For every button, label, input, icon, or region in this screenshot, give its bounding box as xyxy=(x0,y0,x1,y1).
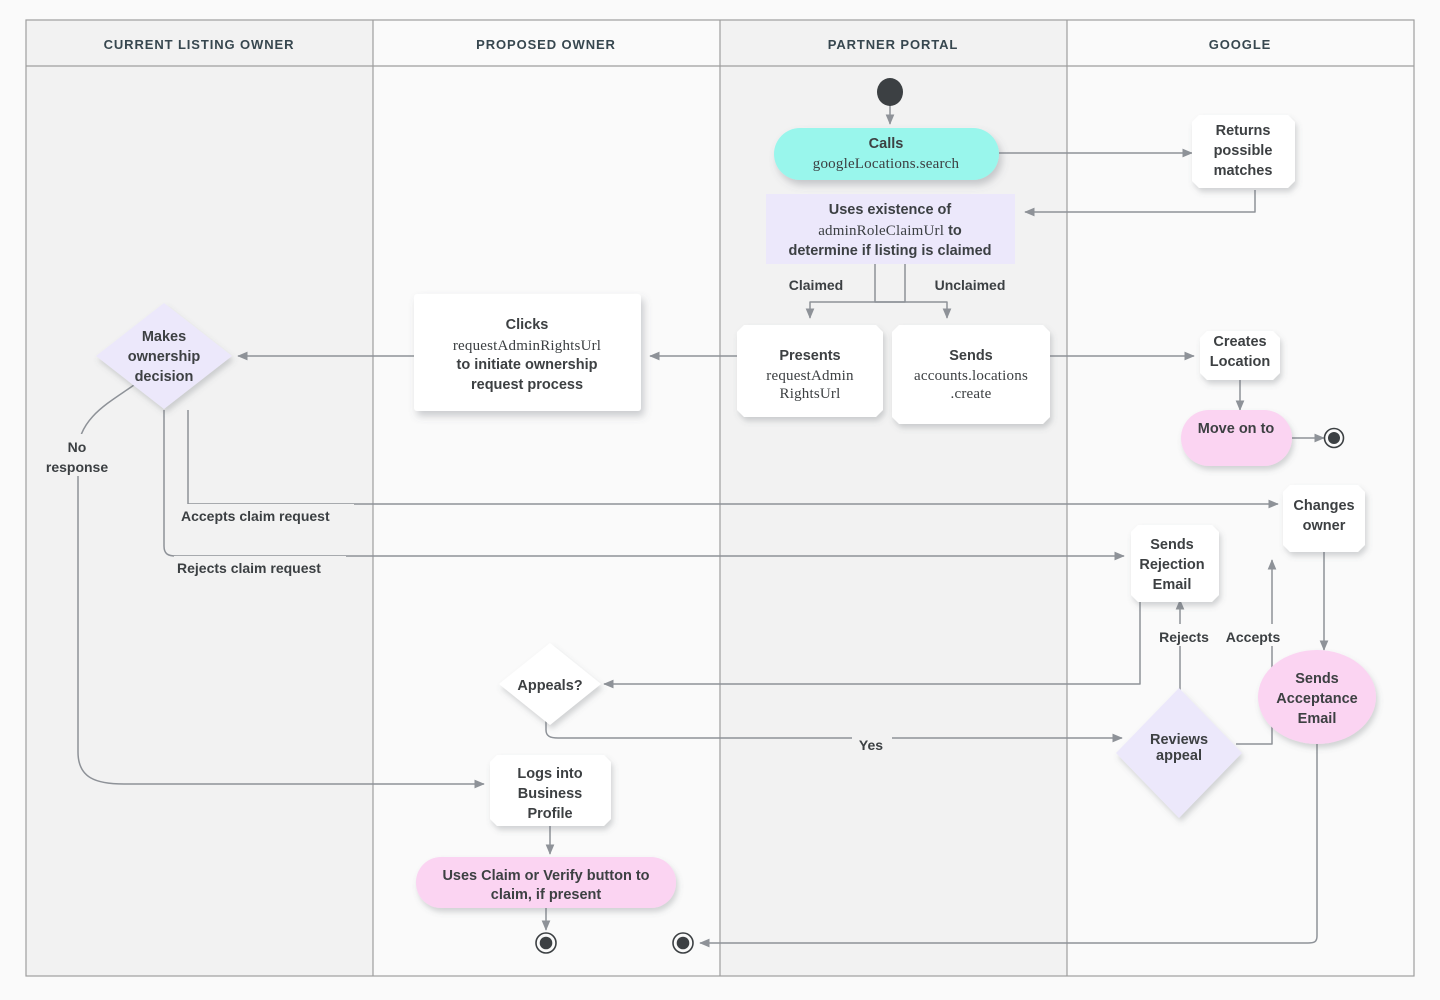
node-returns-line-1: possible xyxy=(1214,143,1273,159)
lane-header-google: GOOGLE xyxy=(1209,37,1271,52)
node-presents-line-1: requestAdmin xyxy=(766,368,854,384)
node-returns-possible-matches[interactable]: Returns possible matches xyxy=(1192,115,1295,188)
node-sends-rejection-line-1: Rejection xyxy=(1139,557,1204,573)
edge-label-claimed: Claimed xyxy=(778,272,856,294)
node-appeals-label: Appeals? xyxy=(517,678,582,694)
end-node-google xyxy=(1323,427,1345,449)
edge-uses-existence-unclaimed xyxy=(805,264,906,319)
edge-label-no-response-line-0: No xyxy=(68,439,87,455)
edge-label-accepts-text: Accepts xyxy=(1226,629,1281,645)
node-uses-existence-line-1: adminRoleClaimUrl to xyxy=(818,223,962,239)
node-move-on-to[interactable]: Move on to xyxy=(1181,410,1292,466)
node-sends-rejection-line-2: Email xyxy=(1153,577,1192,593)
edge-label-rejects-claim-request: Rejects claim request xyxy=(174,556,346,578)
node-sends-create-line-2: .create xyxy=(951,386,992,402)
node-calls-line-0: Calls xyxy=(869,136,904,152)
edge-label-rejects: Rejects xyxy=(1152,624,1218,646)
node-calls-line-1: googleLocations.search xyxy=(813,156,960,172)
edge-label-accepts-claim-request-text: Accepts claim request xyxy=(181,508,330,524)
edge-reviews-appeal-accepts xyxy=(1236,559,1277,745)
edge-label-no-response-line-1: response xyxy=(46,459,108,475)
end-node-partner-portal xyxy=(672,932,694,954)
node-creates-location[interactable]: Creates Location xyxy=(1200,331,1280,380)
node-sends-acceptance-email[interactable]: Sends Acceptance Email xyxy=(1258,650,1376,744)
node-presents-request-admin-rights-url[interactable]: Presents requestAdmin RightsUrl xyxy=(737,325,883,417)
node-sends-rejection-email[interactable]: Sends Rejection Email xyxy=(1131,525,1219,602)
node-changes-owner-line-0: Changes xyxy=(1293,498,1354,514)
node-changes-owner[interactable]: Changes owner xyxy=(1283,485,1365,552)
node-sends-acceptance-line-0: Sends xyxy=(1295,671,1339,687)
node-clicks-line-2: to initiate ownership xyxy=(457,357,598,373)
end-node-proposed-owner xyxy=(535,932,557,954)
node-creates-location-line-0: Creates xyxy=(1213,334,1266,350)
node-reviews-appeal-line-0: Reviews xyxy=(1150,732,1208,748)
node-sends-acceptance-line-1: Acceptance xyxy=(1276,691,1357,707)
edge-sends-acceptance-to-end xyxy=(699,740,1318,948)
edge-label-yes-text: Yes xyxy=(859,737,883,753)
lane-header-partner-portal: PARTNER PORTAL xyxy=(828,37,959,52)
edge-label-accepts: Accepts xyxy=(1219,624,1289,646)
edge-label-yes: Yes xyxy=(852,732,892,754)
lane-header-current-listing-owner: CURRENT LISTING OWNER xyxy=(104,37,295,52)
edge-label-accepts-claim-request: Accepts claim request xyxy=(178,504,354,526)
node-creates-location-line-1: Location xyxy=(1210,354,1270,370)
node-makes-ownership-decision[interactable]: Makes ownership decision xyxy=(96,303,232,409)
node-makes-decision-line-1: ownership xyxy=(128,349,201,365)
node-presents-line-0: Presents xyxy=(779,348,840,364)
edge-sends-rejection-to-appeals xyxy=(603,602,1141,689)
node-reviews-appeal[interactable]: Reviews appeal xyxy=(1116,688,1242,818)
node-sends-accounts-locations-create[interactable]: Sends accounts.locations .create xyxy=(892,325,1050,424)
edge-label-claimed-text: Claimed xyxy=(789,277,843,293)
edge-returns-to-uses-existence xyxy=(1024,190,1256,217)
node-makes-decision-line-0: Makes xyxy=(142,329,186,345)
node-uses-existence-line-0: Uses existence of xyxy=(829,202,952,218)
edge-no-response-to-logs-into xyxy=(77,384,485,789)
node-sends-create-line-0: Sends xyxy=(949,348,993,364)
node-makes-decision-line-2: decision xyxy=(135,369,194,385)
node-uses-claim-line-0: Uses Claim or Verify button to xyxy=(442,868,649,884)
node-sends-acceptance-line-2: Email xyxy=(1298,711,1337,727)
node-clicks-request-admin-rights-url[interactable]: Clicks requestAdminRightsUrl to initiate… xyxy=(414,294,641,411)
node-changes-owner-line-1: owner xyxy=(1303,518,1346,534)
node-appeals-decision[interactable]: Appeals? xyxy=(499,643,601,725)
node-sends-create-line-1: accounts.locations xyxy=(914,368,1028,384)
node-logs-into-line-1: Business xyxy=(518,786,582,802)
edge-label-no-response: No response xyxy=(38,434,118,476)
start-node xyxy=(877,78,903,106)
node-clicks-line-0: Clicks xyxy=(506,317,549,333)
node-sends-rejection-line-0: Sends xyxy=(1150,537,1194,553)
edge-label-rejects-claim-request-text: Rejects claim request xyxy=(177,560,321,576)
node-move-on-to-label: Move on to xyxy=(1198,421,1275,437)
edge-label-rejects-text: Rejects xyxy=(1159,629,1209,645)
node-uses-claim-line-1: claim, if present xyxy=(491,887,602,903)
edge-appeals-yes-to-reviews-appeal xyxy=(545,716,1123,743)
node-reviews-appeal-line-1: appeal xyxy=(1156,748,1202,764)
node-presents-line-2: RightsUrl xyxy=(780,386,841,402)
node-uses-existence-of-admin-role-claim-url[interactable]: Uses existence of adminRoleClaimUrl to d… xyxy=(766,194,1015,264)
lane-header-proposed-owner: PROPOSED OWNER xyxy=(476,37,616,52)
edge-label-unclaimed-text: Unclaimed xyxy=(935,277,1006,293)
edge-uses-existence-claimed xyxy=(874,264,952,319)
node-logs-into-line-0: Logs into xyxy=(517,766,582,782)
edge-label-unclaimed: Unclaimed xyxy=(922,272,1020,294)
node-logs-into-business-profile[interactable]: Logs into Business Profile xyxy=(490,755,611,826)
node-clicks-line-3: request process xyxy=(471,377,583,393)
node-logs-into-line-2: Profile xyxy=(527,806,572,822)
node-returns-line-2: matches xyxy=(1214,163,1273,179)
node-uses-claim-or-verify-button[interactable]: Uses Claim or Verify button to claim, if… xyxy=(416,857,676,908)
node-clicks-line-1: requestAdminRightsUrl xyxy=(453,338,601,354)
node-uses-existence-line-2: determine if listing is claimed xyxy=(788,243,991,259)
node-returns-line-0: Returns xyxy=(1216,123,1271,139)
node-calls-google-locations-search[interactable]: Calls googleLocations.search xyxy=(774,128,999,180)
